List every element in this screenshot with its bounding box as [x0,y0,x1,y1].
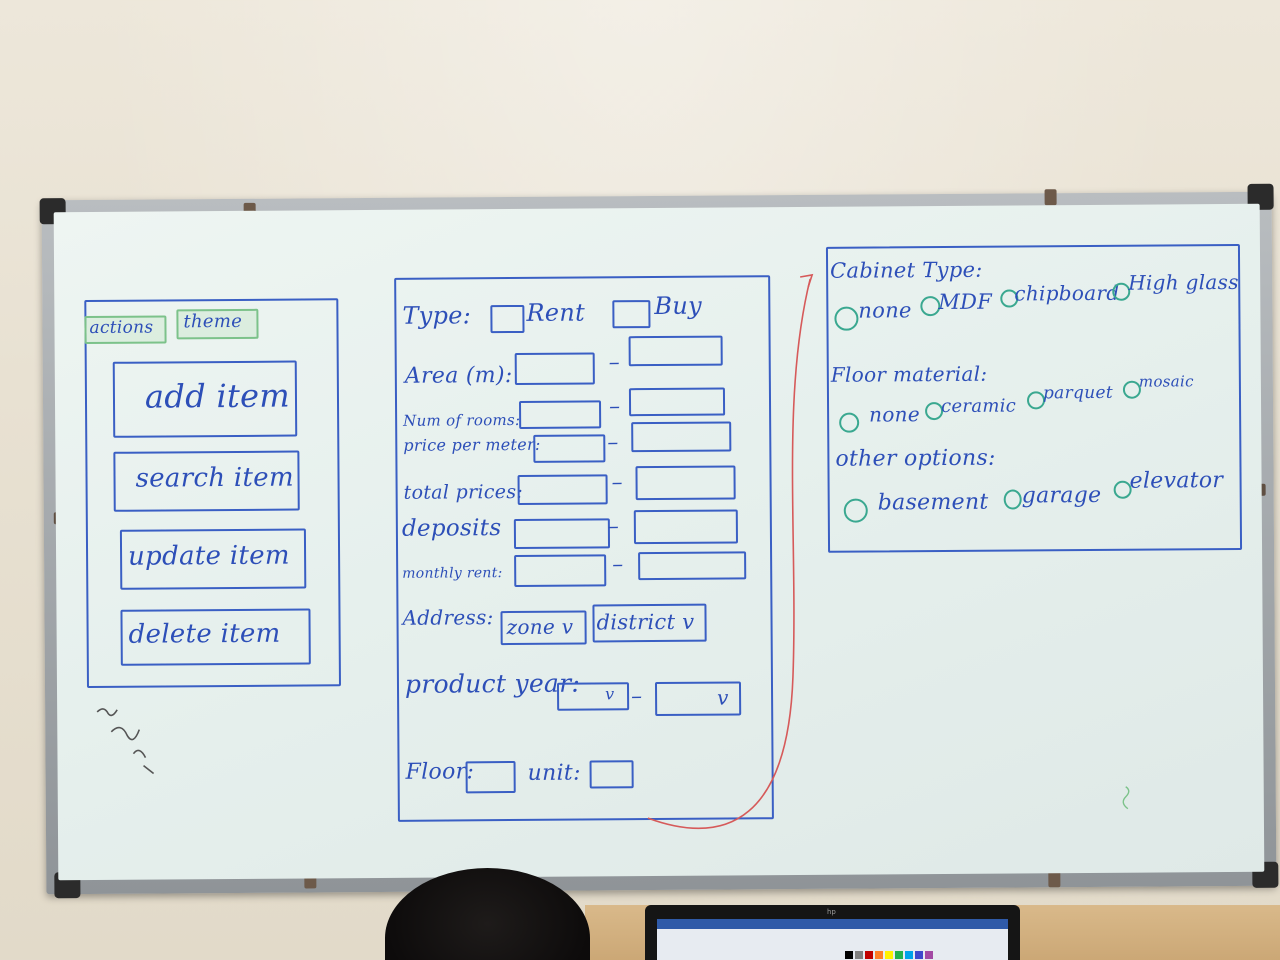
board-surface: actions theme add item search item updat… [53,203,1265,881]
garage-radio[interactable] [1003,489,1022,510]
floor-mosaic-label: mosaic [1138,372,1194,391]
total-prices-label: total prices: [403,480,524,504]
cabinet-mdf-label: MDF [938,289,993,315]
update-item-label: update item [127,540,290,572]
cabinet-none-label: none [858,298,912,323]
price-per-meter-label: price per meter: [403,434,541,455]
elevator-label: elevator [1129,468,1224,494]
area-min-input[interactable] [514,352,595,386]
scribble-mark [96,708,155,775]
frame-clip [1044,189,1057,206]
color-swatch [885,951,893,959]
cabinet-high-glass-label: High glass [1128,269,1239,295]
type-label: Type: [402,301,472,330]
add-item-label: add item [144,376,291,416]
floor-parquet-label: parquet [1042,382,1114,404]
color-swatch [915,951,923,959]
tab-theme-label: theme [183,310,243,333]
floor-input[interactable] [465,761,516,794]
hp-logo: hp [827,908,836,916]
small-mark [1122,786,1130,810]
flow-arrow [647,273,814,830]
color-swatch [855,951,863,959]
delete-item-label: delete item [128,618,281,650]
paint-ribbon [657,929,1008,960]
rent-label: Rent [526,298,586,327]
rooms-label: Num of rooms: [403,410,521,430]
monthly-rent-min-input[interactable] [514,554,607,588]
floor-ceramic-label: ceramic [940,395,1017,418]
rooms-min-input[interactable] [519,400,602,429]
floor-none-radio[interactable] [839,412,860,433]
color-swatch [905,951,913,959]
tab-actions-label: actions [89,317,154,338]
cabinet-type-label: Cabinet Type: [830,257,983,283]
cabinet-none-radio[interactable] [834,306,859,331]
price-per-meter-min-input[interactable] [533,434,606,463]
product-year-label: product year: [404,668,581,699]
address-label: Address: [402,605,494,630]
monthly-rent-label: monthly rent: [402,565,503,582]
color-swatch [865,951,873,959]
product-year-min-chevron: v [604,684,615,704]
area-label: Area (m): [404,363,513,389]
whiteboard: actions theme add item search item updat… [39,183,1279,899]
total-prices-min-input[interactable] [517,474,608,505]
monitor: hp [645,905,1020,960]
garage-label: garage [1021,482,1102,509]
color-swatch [925,951,933,959]
floor-material-label: Floor material: [830,361,988,387]
search-item-label: search item [135,462,294,494]
unit-label: unit: [527,760,581,786]
frame-clip [1048,871,1061,888]
basement-label: basement [877,489,989,516]
floor-label: Floor: [405,759,475,785]
floor-none-label: none [869,402,921,427]
monitor-screen [657,919,1008,960]
deposits-min-input[interactable] [513,518,611,550]
color-swatch [895,951,903,959]
window-titlebar [657,919,1008,929]
other-options-label: other options: [835,445,996,472]
cabinet-chipboard-label: chipboard [1014,280,1120,306]
basement-radio[interactable] [843,498,868,523]
zone-select-label: zone v [506,614,574,640]
color-swatch [845,951,853,959]
rent-checkbox[interactable] [490,304,525,334]
deposits-label: deposits [401,515,502,542]
color-swatch [875,951,883,959]
